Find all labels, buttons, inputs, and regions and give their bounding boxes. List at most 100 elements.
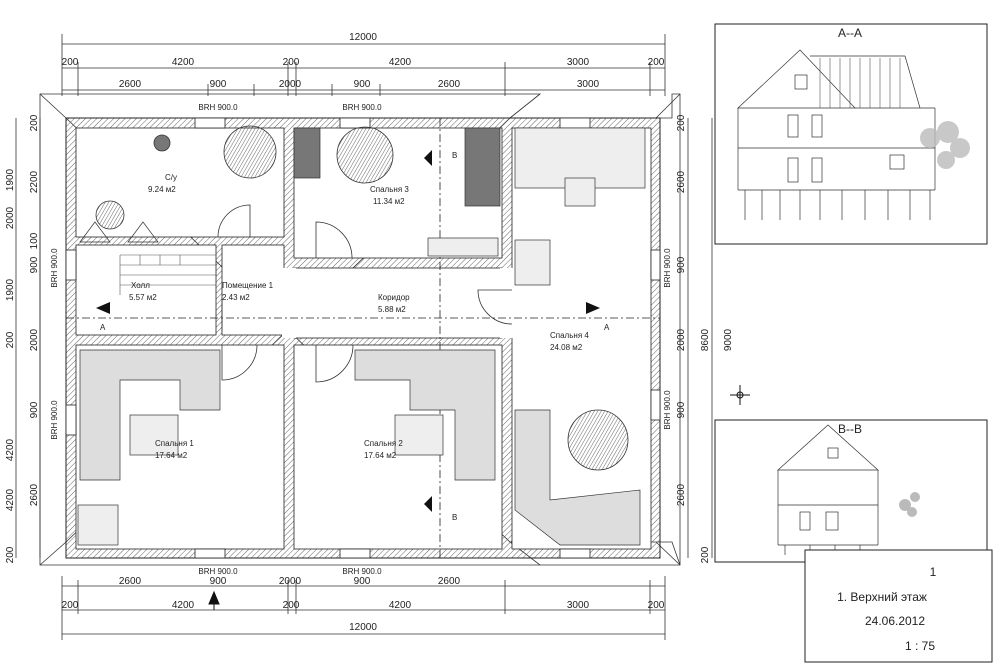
room-bedroom3-area: 11.34 м2 [373, 197, 405, 206]
dim-text: 200 [283, 57, 300, 68]
dim-text: 2200 [29, 170, 40, 193]
brh-top-mid: BRH 900.0 [342, 103, 382, 112]
dim-text: 900 [676, 401, 687, 418]
dim-text: 3000 [567, 600, 590, 611]
dim-text: 4200 [5, 438, 16, 461]
dim-text: 4200 [389, 600, 412, 611]
dim-text: 2000 [676, 328, 687, 351]
title-block: 1 1. Верхний этаж 24.06.2012 1 : 75 [804, 549, 993, 663]
top-dimensions [61, 34, 666, 96]
section-aa-title: A--A [838, 26, 862, 40]
room-bedroom2-area: 17.64 м2 [364, 451, 397, 460]
dim-text: 200 [676, 114, 687, 131]
bottom-row1-dims: 2600 900 2000 900 2600 [119, 576, 461, 587]
section-arrows [96, 150, 600, 512]
dim-text: 100 [29, 232, 40, 249]
dim-text: 900 [354, 576, 371, 587]
section-mark-a-left: A [100, 323, 106, 332]
brh-bottom-left: BRH 900.0 [198, 567, 238, 576]
room-corridor-area: 5.88 м2 [378, 305, 406, 314]
room-corridor-name: Коридор [378, 293, 410, 302]
left-dimensions [15, 118, 41, 558]
section-aa-panel [714, 23, 988, 245]
dim-text: 200 [62, 600, 79, 611]
section-bb-title: B--B [838, 422, 862, 436]
dim-text: 3000 [567, 57, 590, 68]
dim-text: 200 [29, 114, 40, 131]
room-bedroom2-name: Спальня 2 [364, 439, 403, 448]
crosshair-icon [730, 385, 750, 405]
right-inner-dims: 200 2600 900 2000 900 2600 200 [676, 114, 711, 563]
walls [65, 117, 661, 559]
right-dimensions [687, 118, 713, 558]
dim-text: 8600 [700, 328, 711, 351]
dim-text: 4200 [172, 57, 195, 68]
section-bb-panel [714, 419, 988, 563]
dim-text: 2600 [676, 170, 687, 193]
dim-text: 900 [354, 79, 371, 90]
brh-left-lower: BRH 900.0 [50, 400, 59, 440]
bottom-dimensions [61, 576, 666, 640]
second-row-dims: 2600 900 2000 900 2600 3000 [119, 79, 600, 90]
room-bedroom1-area: 17.64 м2 [155, 451, 188, 460]
dim-text: 200 [700, 546, 711, 563]
dim-text: 2600 [438, 79, 461, 90]
top-row-dims: 200 4200 200 4200 3000 200 [62, 57, 665, 68]
dim-text: 2600 [119, 79, 142, 90]
dim-text: 200 [648, 57, 665, 68]
dim-text: 2600 [676, 483, 687, 506]
title-sheet-name: 1. Верхний этаж [837, 590, 927, 604]
room-room1-area: 2.43 м2 [222, 293, 250, 302]
room-bath-name: С/у [165, 173, 177, 182]
dim-text: 4200 [389, 57, 412, 68]
dim-text: 200 [283, 600, 300, 611]
section-mark-b-bottom: B [452, 513, 457, 522]
title-sheet-number: 1 [930, 565, 937, 579]
round-rugs [95, 125, 629, 471]
dim-text: 200 [648, 600, 665, 611]
brh-bottom-mid: BRH 900.0 [342, 567, 382, 576]
dim-text: 2600 [438, 576, 461, 587]
dim-text: 4200 [172, 600, 195, 611]
bottom-row2-dims: 200 4200 200 4200 3000 200 [62, 600, 665, 611]
left-outer-dims: 2600 1900 2000 4200 [5, 168, 16, 511]
dim-text: 2000 [5, 206, 16, 229]
dim-text: 2600 [29, 483, 40, 506]
dim-text: 2000 [279, 79, 302, 90]
north-arrow-icon [208, 590, 220, 610]
stairs [119, 254, 216, 295]
dim-total-bottom: 12000 [349, 622, 377, 633]
brh-left-upper: BRH 900.0 [50, 248, 59, 288]
dim-text: 1900 [5, 278, 16, 301]
dim-text: 900 [676, 256, 687, 273]
room-bedroom4-area: 24.08 м2 [550, 343, 583, 352]
section-lines [66, 118, 660, 558]
room-hall-name: Холл [131, 281, 150, 290]
right-outer-dims: 8600 9000 [700, 328, 734, 351]
dim-text: 900 [210, 79, 227, 90]
room-bedroom4-name: Спальня 4 [550, 331, 589, 340]
room-hall-area: 5.57 м2 [129, 293, 157, 302]
dim-text: 900 [29, 256, 40, 273]
room-labels: С/у 9.24 м2 Спальня 3 11.34 м2 Холл 5.57… [129, 173, 589, 460]
dim-text: 900 [29, 401, 40, 418]
dim-text: 4200 [5, 488, 16, 511]
dim-text: 9000 [723, 328, 734, 351]
dim-text: 200 [5, 331, 16, 348]
brh-top-left: BRH 900.0 [198, 103, 238, 112]
dim-total-top: 12000 [349, 32, 377, 43]
windows [65, 117, 661, 559]
dim-text: 200 [62, 57, 79, 68]
title-scale: 1 : 75 [905, 639, 935, 653]
section-mark-b-top: B [452, 151, 457, 160]
dim-text: 2000 [279, 576, 302, 587]
dim-text: 3000 [577, 79, 600, 90]
room-bedroom1-name: Спальня 1 [155, 439, 194, 448]
left-inner-dims: 200 2200 100 900 1900 2000 200 900 4200 … [5, 114, 40, 563]
brh-right-upper: BRH 900.0 [663, 248, 672, 288]
room-bedroom3-name: Спальня 3 [370, 185, 409, 194]
brh-right-lower: BRH 900.0 [663, 390, 672, 430]
dim-text: 2000 [29, 328, 40, 351]
title-date: 24.06.2012 [865, 614, 925, 628]
